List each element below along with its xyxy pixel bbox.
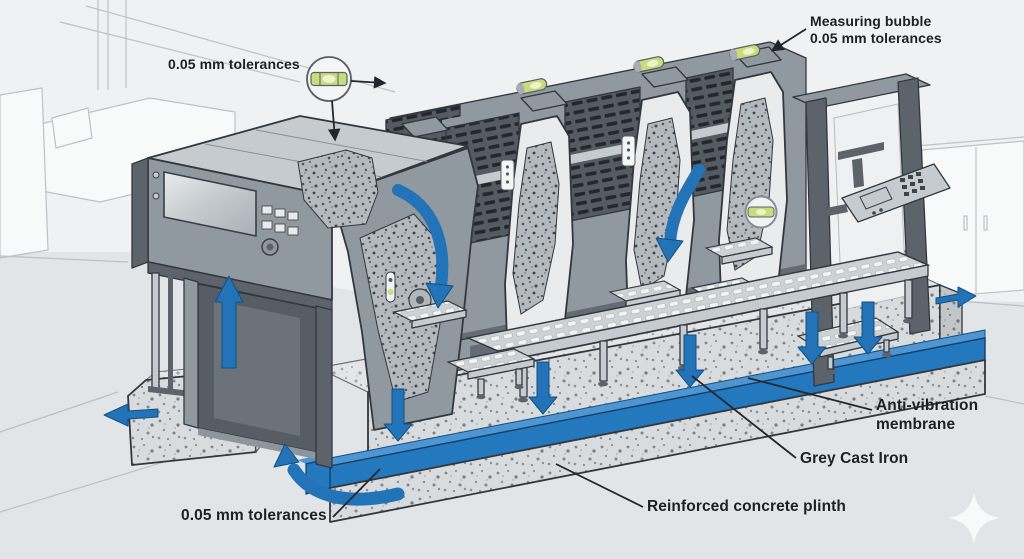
vibration-arrow-down-4 <box>797 311 827 365</box>
label-measuring-bubble-line1: Measuring bubble <box>810 13 932 29</box>
label-concrete-plinth: Reinforced concrete plinth <box>647 498 846 515</box>
spirit-level-tower2 <box>516 78 548 95</box>
vibration-arrow-curve-right <box>664 164 705 248</box>
leader-concrete-plinth <box>555 463 644 508</box>
label-grey-cast-iron: Grey Cast Iron <box>800 450 909 467</box>
delivery-buttons <box>261 205 299 236</box>
label-measuring-bubble: Measuring bubble 0.05 mm tolerances <box>810 13 942 47</box>
vibration-arrow-down-2 <box>528 361 558 415</box>
walkway-platform <box>392 251 931 403</box>
spirit-level-tower3 <box>633 56 665 73</box>
plinth-base-front <box>329 359 986 523</box>
cast-iron-cutaway <box>359 213 445 403</box>
label-anti-vibration-line2: membrane <box>876 415 956 433</box>
delivery-unit <box>131 115 479 469</box>
cast-iron-cutaway-top <box>297 149 379 229</box>
leader-anti-vibration <box>747 377 873 411</box>
delivery-display-screen <box>163 171 257 237</box>
delivery-left-post <box>151 272 160 390</box>
leader-measuring-bubble <box>770 28 807 52</box>
spirit-level-capsule <box>385 271 396 303</box>
label-anti-vibration-membrane: Anti-vibration membrane <box>876 397 978 434</box>
callout-lines <box>306 28 873 518</box>
vibration-arrow-up <box>214 275 244 369</box>
print-tower-2 <box>500 78 574 341</box>
label-anti-vibration-line1: Anti-vibration <box>876 397 979 414</box>
label-measuring-bubble-line2: 0.05 mm tolerances <box>810 29 942 46</box>
control-console <box>841 163 951 223</box>
spirit-level-tower4 <box>729 44 761 61</box>
vibration-arrows <box>103 164 977 506</box>
print-tower-4 <box>690 44 788 305</box>
label-tolerances-top: 0.05 mm tolerances <box>168 56 300 72</box>
vibration-arrow-curve-left <box>392 184 449 292</box>
label-tolerances-bottom: 0.05 mm tolerances <box>181 507 327 524</box>
leader-tolerance-bottom <box>332 468 381 518</box>
vibration-arrow-down-3 <box>675 334 705 388</box>
spirit-level-badge <box>744 195 778 229</box>
sparkle-watermark-icon <box>948 492 1000 544</box>
vibration-arrow-curve-up <box>287 463 405 506</box>
bubble-magnifier-icon <box>306 56 387 142</box>
feeder-unit <box>792 73 951 387</box>
vibration-arrow-left <box>103 403 159 427</box>
leader-grey-cast-iron <box>691 375 797 459</box>
vibration-arrow-down-1 <box>383 388 413 442</box>
vibration-arrow-right <box>935 286 977 308</box>
vibration-arrow-down-5 <box>853 301 883 355</box>
